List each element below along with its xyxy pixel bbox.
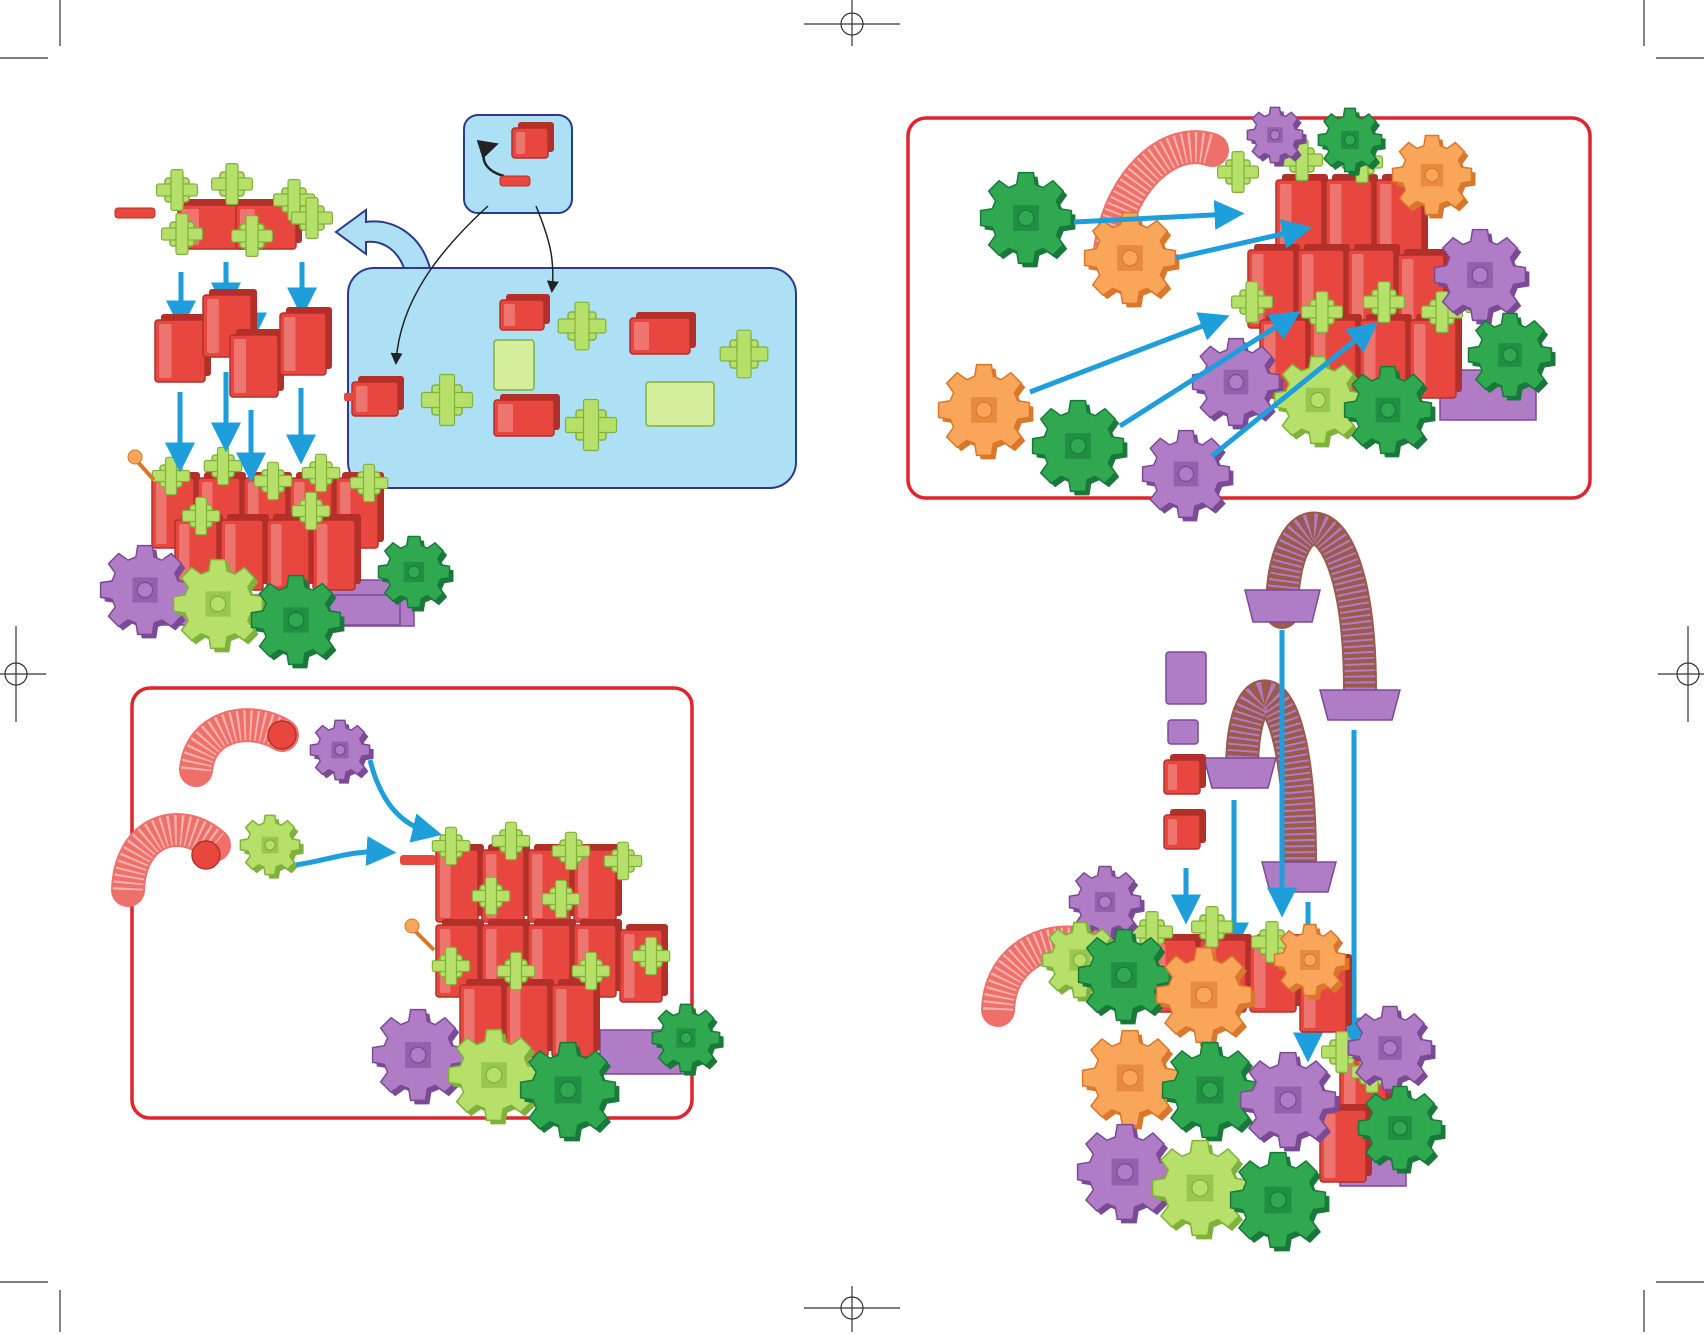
axle-pin <box>500 176 530 186</box>
brick-icon <box>500 294 550 330</box>
parts-callout <box>348 268 796 488</box>
brick-icon <box>494 394 560 436</box>
gear-icon <box>1153 1141 1252 1240</box>
gear-icon <box>1085 213 1180 308</box>
tube-holder-icon <box>1166 652 1206 704</box>
gear-icon <box>1143 431 1234 522</box>
axle-pin <box>344 393 356 401</box>
lever-icon <box>414 930 434 950</box>
gear-icon <box>1033 401 1128 496</box>
brick-icon <box>1320 1104 1372 1182</box>
down-arrow-icon <box>1074 214 1232 222</box>
connector-cube-icon <box>212 164 253 205</box>
brick-icon <box>313 514 361 590</box>
gear-icon <box>1078 1125 1177 1224</box>
axle-pin <box>400 855 436 865</box>
hose-cap <box>1204 758 1276 788</box>
axle-pin <box>115 208 155 218</box>
plug-icon <box>1168 720 1198 744</box>
registration-mark-icon <box>1658 626 1704 722</box>
hose-cap <box>268 721 296 749</box>
brick-icon <box>1164 754 1206 794</box>
registration-mark-icon <box>0 626 46 722</box>
gear-icon <box>1241 1053 1340 1152</box>
callout-tab-arrow <box>336 210 430 268</box>
brick-icon <box>630 312 696 354</box>
brick-icon <box>512 122 554 158</box>
registration-mark-icon <box>804 1286 900 1332</box>
hose-cap <box>1262 862 1336 892</box>
brick-icon <box>1164 809 1206 849</box>
registration-mark-icon <box>804 0 900 46</box>
lever-icon <box>128 450 142 464</box>
l-connector-icon <box>646 382 714 426</box>
gear-icon <box>939 365 1034 460</box>
gear-icon <box>240 815 303 878</box>
illustration-shapes <box>101 107 1556 1251</box>
hose-cap <box>1245 590 1320 622</box>
gear-icon <box>310 720 373 783</box>
gear-icon <box>981 173 1076 268</box>
brick-icon <box>230 329 284 397</box>
curved-arrow-icon <box>296 852 384 865</box>
curved-arrow-icon <box>370 760 430 832</box>
lever-icon <box>405 919 419 933</box>
brick-icon <box>280 307 332 375</box>
gear-icon <box>1083 1031 1182 1130</box>
hose-cap <box>1320 690 1400 720</box>
l-connector-icon <box>494 340 534 390</box>
gear-icon <box>1231 1153 1330 1252</box>
gear-icon <box>373 1010 468 1105</box>
brick-icon <box>352 376 404 416</box>
hose-cap <box>192 841 220 869</box>
